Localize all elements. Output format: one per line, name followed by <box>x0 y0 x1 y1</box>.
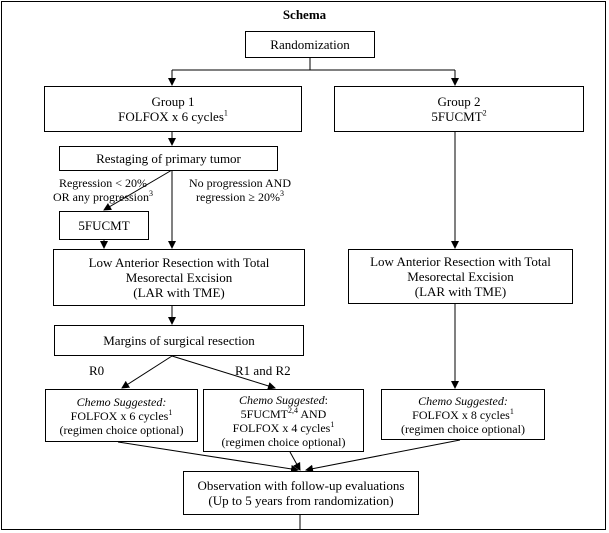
restaging-label: Restaging of primary tumor <box>96 151 241 166</box>
r1-r2-label: R1 and R2 <box>235 363 291 378</box>
lar-left-line2: Mesorectal Excision <box>125 270 233 285</box>
group1-box: Group 1 FOLFOX x 6 cycles1 <box>44 86 302 132</box>
chemo-b-line1: 5FUCMT2,4 AND <box>240 405 327 421</box>
chemo-b-line3: (regimen choice optional) <box>221 434 346 449</box>
lar-left-box: Low Anterior Resection with Total Mesore… <box>53 249 305 306</box>
observation-line1: Observation with follow-up evaluations <box>197 478 405 493</box>
observation-line2: (Up to 5 years from randomization) <box>208 493 394 508</box>
r0-label: R0 <box>89 363 105 378</box>
chemo-box-group2: Chemo Suggested: FOLFOX x 8 cycles1 (reg… <box>381 389 545 440</box>
lar-right-line3: (LAR with TME) <box>414 284 507 299</box>
lar-right-box: Low Anterior Resection with Total Mesore… <box>348 249 573 304</box>
group2-regimen: 5FUCMT2 <box>431 108 487 124</box>
lar-left-line1: Low Anterior Resection with Total <box>88 255 270 270</box>
randomization-box: Randomization <box>245 31 375 58</box>
branch-right-label: No progression AND regression ≥ 20%3 <box>189 176 291 204</box>
group2-name: Group 2 <box>437 94 481 109</box>
margins-box: Margins of surgical resection <box>54 325 304 356</box>
randomization-label: Randomization <box>270 37 350 52</box>
margins-label: Margins of surgical resection <box>103 333 255 348</box>
group1-name: Group 1 <box>151 94 195 109</box>
chemo-c-heading: Chemo Suggested: <box>418 393 508 408</box>
chemo-box-r1-r2: Chemo Suggested: 5FUCMT2,4 AND FOLFOX x … <box>203 389 364 452</box>
group2-box: Group 2 5FUCMT2 <box>334 86 584 132</box>
branch-left-label: Regression < 20% OR any progression3 <box>53 176 153 204</box>
chemo-a-line1: FOLFOX x 6 cycles1 <box>70 407 173 423</box>
lar-left-line3: (LAR with TME) <box>133 285 225 300</box>
chemo-b-line2: FOLFOX x 4 cycles1 <box>232 419 335 435</box>
lar-right-line2: Mesorectal Excision <box>407 269 514 284</box>
lar-right-line1: Low Anterior Resection with Total <box>370 254 551 269</box>
observation-box: Observation with follow-up evaluations (… <box>183 471 419 515</box>
chemo-c-line2: (regimen choice optional) <box>401 421 525 436</box>
chemo-c-line1: FOLFOX x 8 cycles1 <box>412 406 514 422</box>
fucmt-box: 5FUCMT <box>59 211 149 240</box>
chemo-box-r0: Chemo Suggested: FOLFOX x 6 cycles1 (reg… <box>45 389 198 442</box>
diagram-title: Schema <box>282 7 327 22</box>
chemo-a-line2: (regimen choice optional) <box>59 422 184 437</box>
fucmt-label: 5FUCMT <box>78 218 130 233</box>
chemo-a-heading: Chemo Suggested: <box>76 394 167 409</box>
chemo-b-heading: Chemo Suggested: <box>239 392 328 407</box>
restaging-box: Restaging of primary tumor <box>59 146 278 171</box>
group1-regimen: FOLFOX x 6 cycles1 <box>118 108 228 124</box>
